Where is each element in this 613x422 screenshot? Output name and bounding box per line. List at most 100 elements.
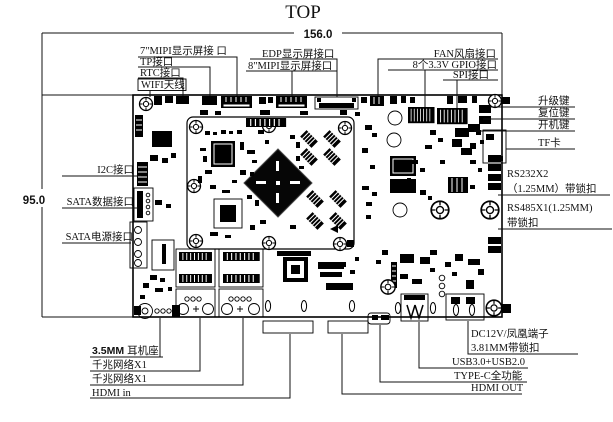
label-lan1: 千兆网络X1 bbox=[90, 318, 201, 372]
ethernet-port-2 bbox=[218, 248, 264, 318]
dimension-width: 156.0 bbox=[42, 29, 503, 95]
label-text: EDP显示屏接口 bbox=[262, 47, 334, 60]
mipi7-connector bbox=[220, 95, 253, 109]
upgrade-button bbox=[487, 93, 510, 109]
spi-header bbox=[436, 107, 469, 126]
mipi8-connector bbox=[275, 95, 308, 109]
label-text: RS485X1(1.25MM) bbox=[507, 203, 593, 214]
label-tf-card: TF卡 bbox=[506, 136, 575, 150]
sata-data-connector bbox=[133, 187, 154, 222]
label-hdmi-out: HDMI OUT bbox=[341, 334, 524, 395]
top-edge-small-connectors bbox=[154, 96, 477, 116]
label-fan-port: FAN风扇接口 bbox=[377, 47, 498, 96]
pad-oval bbox=[264, 300, 272, 312]
label-rtc-port: RTC接口 bbox=[138, 66, 184, 96]
label-text: HDMI in bbox=[92, 388, 132, 399]
label-text: SPI接口 bbox=[453, 68, 489, 81]
wifi-antenna-connector bbox=[138, 96, 154, 112]
mounting-hole bbox=[188, 119, 204, 135]
pad-oval bbox=[429, 302, 437, 314]
tp-connector bbox=[202, 96, 217, 105]
som-module bbox=[186, 116, 355, 252]
pad-oval bbox=[348, 300, 356, 312]
label-i2c-port: I2C接口 bbox=[62, 163, 141, 177]
pad-ring bbox=[387, 110, 403, 126]
label-text: I2C接口 bbox=[97, 163, 134, 176]
rs485-connector bbox=[488, 237, 501, 253]
audio-jack bbox=[134, 303, 180, 319]
label-text: 千兆网络X1 bbox=[92, 372, 147, 385]
ethernet-phy bbox=[283, 257, 308, 282]
left-area-components bbox=[135, 115, 176, 299]
label-text: DC12V/凤凰端子 bbox=[471, 327, 549, 340]
label-sata-data: SATA数据接口 bbox=[62, 195, 138, 209]
key-button bbox=[468, 124, 480, 132]
label-hdmi-in: HDMI in bbox=[90, 334, 291, 399]
mounting-hole bbox=[430, 200, 450, 220]
i2c-connector bbox=[137, 162, 148, 186]
label-reset-key: 复位键 bbox=[483, 106, 575, 120]
label-mipi8-display: 8"MIPI显示屏接口 bbox=[246, 59, 337, 96]
label-text: SATA数据接口 bbox=[67, 195, 134, 208]
label-text: 3.81MM带锁扣 bbox=[471, 341, 540, 354]
mounting-hole bbox=[261, 235, 277, 251]
label-text: TYPE-C全功能 bbox=[454, 369, 523, 382]
board-outline bbox=[132, 94, 503, 318]
fan-connector bbox=[370, 96, 384, 106]
mounting-hole bbox=[188, 233, 204, 249]
label-rs485: RS485X1(1.25MM) 带锁扣 bbox=[498, 203, 612, 230]
usb-connector bbox=[400, 293, 429, 322]
typec-connector bbox=[367, 312, 391, 325]
pad-oval bbox=[300, 300, 308, 312]
label-text: USB3.0+USB2.0 bbox=[452, 357, 525, 368]
label-power-key: 开机键 bbox=[474, 118, 575, 132]
label-text: TF卡 bbox=[538, 136, 561, 149]
mounting-hole bbox=[332, 236, 348, 252]
label-text: 8"MIPI显示屏接口 bbox=[248, 59, 332, 72]
pmic-chip bbox=[211, 141, 235, 167]
rtc-connector bbox=[176, 96, 189, 104]
dc-power-connector bbox=[445, 293, 511, 321]
hdmi-in-connector bbox=[262, 320, 314, 334]
hdmi-out-connector bbox=[327, 320, 369, 334]
soc-chip bbox=[243, 148, 313, 218]
edp-connector bbox=[314, 96, 359, 110]
ethernet-port-1 bbox=[175, 248, 216, 318]
label-usb: USB3.0+USB2.0 bbox=[418, 322, 528, 369]
label-mipi7-display: 7"MIPI显示屏接 口 bbox=[138, 44, 238, 96]
label-text: （1.25MM）带锁扣 bbox=[507, 182, 597, 195]
label-text: 带锁扣 bbox=[507, 216, 539, 229]
mounting-hole bbox=[480, 200, 500, 220]
label-text: 复位键 bbox=[538, 106, 570, 119]
rs232-connector bbox=[488, 155, 501, 190]
label-text: 7"MIPI显示屏接 口 bbox=[140, 44, 227, 57]
label-wifi-antenna: WIFI天线 bbox=[137, 78, 187, 97]
label-lan2: 千兆网络X1 bbox=[90, 318, 244, 386]
label-sata-power: SATA电源接口 bbox=[62, 230, 133, 244]
misc-components bbox=[277, 125, 484, 298]
gpio-header bbox=[407, 106, 436, 125]
reset-button bbox=[479, 105, 491, 113]
pad-oval bbox=[394, 302, 402, 314]
label-text: WIFI天线 bbox=[141, 78, 185, 91]
dimension-height: 95.0 bbox=[23, 33, 133, 318]
width-dimension-value: 156.0 bbox=[304, 29, 333, 41]
label-edp-display: EDP显示屏接口 bbox=[250, 47, 338, 97]
label-text: 千兆网络X1 bbox=[92, 358, 147, 371]
label-text: HDMI OUT bbox=[471, 383, 524, 394]
qfn-chip bbox=[213, 198, 243, 229]
pad-ring bbox=[392, 202, 408, 218]
label-tp-port: TP接口 bbox=[138, 55, 211, 96]
height-dimension-value: 95.0 bbox=[23, 195, 45, 207]
label-text: RTC接口 bbox=[140, 66, 181, 79]
view-title: TOP bbox=[285, 2, 321, 23]
label-text: TP接口 bbox=[140, 55, 173, 68]
label-text: RS232X2 bbox=[507, 169, 548, 180]
label-text: SATA电源接口 bbox=[66, 230, 133, 243]
som-connector bbox=[245, 117, 287, 128]
label-gpio-port: 8个3.3V GPIO接口 bbox=[388, 58, 498, 107]
